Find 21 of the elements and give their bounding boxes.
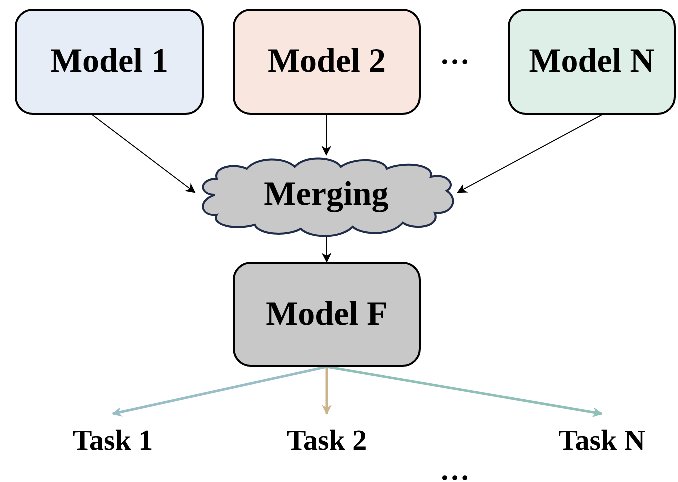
task-label: Task 2 xyxy=(286,425,368,458)
model-box xyxy=(233,9,421,115)
node-label: Merging xyxy=(264,176,389,214)
arrow xyxy=(322,367,332,415)
arrow xyxy=(112,366,328,417)
arrow xyxy=(92,114,196,194)
node-label: Model N xyxy=(529,43,655,81)
model-box xyxy=(233,262,421,367)
node-label: Model F xyxy=(266,296,388,334)
task-label: Task N xyxy=(558,425,646,458)
model-box xyxy=(508,9,676,115)
arrow xyxy=(326,366,603,418)
arrow xyxy=(457,114,603,194)
ellipsis: … xyxy=(440,40,470,70)
node-label: Model 1 xyxy=(50,43,169,81)
arrow xyxy=(322,234,332,263)
model-box xyxy=(15,9,204,115)
arrow xyxy=(322,114,332,156)
ellipsis: … xyxy=(440,456,470,482)
task-label: Task 1 xyxy=(72,425,154,458)
node-label: Model 2 xyxy=(268,43,386,81)
